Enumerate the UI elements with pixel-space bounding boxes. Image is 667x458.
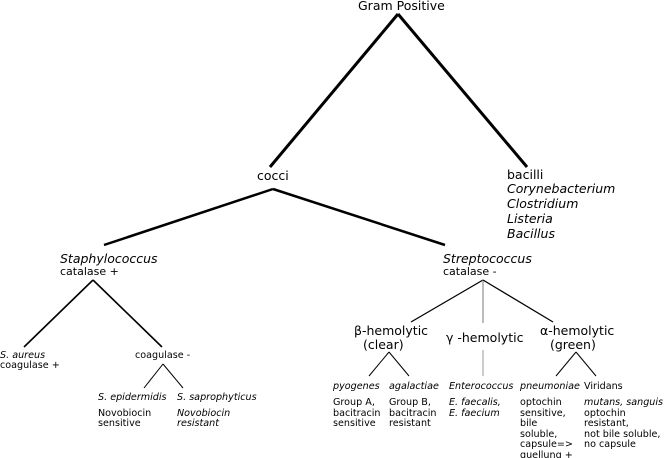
gamma-label: γ -hemolytic (446, 330, 524, 345)
staph-name: Staphylococcus (60, 251, 158, 266)
pneumoniae-note: optochin sensitive, bile soluble, capsul… (520, 397, 573, 458)
aureus-name: S. aureus (0, 350, 46, 361)
pyogenes-note: Group A, bacitracin sensitive (333, 397, 381, 430)
strep-test: catalase - (443, 265, 497, 278)
edge-alpha-pneumoniae (555, 351, 577, 377)
epidermidis-note1: Novobiocin (98, 408, 152, 419)
edge-root-cocci (268, 13, 400, 168)
beta-label: β-hemolytic (354, 323, 429, 338)
alpha-label: α-hemolytic (540, 323, 615, 338)
agalactiae-name: agalactiae (389, 381, 439, 392)
edge-root-bacilli (396, 13, 529, 168)
edge-alpha-viridans (575, 351, 597, 377)
root-label: Gram Positive (358, 0, 445, 13)
edge-beta-agalactiae (388, 351, 410, 377)
viridans-species: mutans, sanguis (584, 397, 664, 408)
saprophyticus-note1: Novobiocin (177, 408, 231, 419)
coag-neg-label: coagulase - (135, 350, 191, 361)
genus-listeria: Listeria (507, 211, 553, 226)
edge-strep-alpha (482, 279, 554, 323)
beta-sub: (clear) (363, 337, 404, 352)
edge-staph-aureus (23, 279, 94, 348)
epidermidis-note2: sensitive (98, 418, 141, 429)
agalactiae-note: Group B, bacitracin resistant (389, 397, 437, 430)
viridans-note: optochin resistant, not bile soluble, no… (584, 407, 661, 451)
genus-clostridium: Clostridium (507, 196, 579, 211)
pneumoniae-name: pneumoniae (520, 381, 580, 392)
staph-test: catalase + (60, 265, 119, 278)
pyogenes-name: pyogenes (333, 381, 380, 392)
epidermidis-name: S. epidermidis (98, 392, 167, 403)
edge-cocci-staph (103, 187, 274, 247)
viridans-name: Viridans (584, 381, 623, 392)
aureus-test: coagulase + (0, 360, 60, 371)
enterococcus-name: Enterococcus (449, 381, 514, 392)
genus-corynebacterium: Corynebacterium (507, 181, 616, 196)
bacilli-label: bacilli (507, 167, 544, 182)
edge-staph-coagneg (92, 279, 163, 348)
alpha-sub: (green) (550, 337, 596, 352)
edge-strep-beta (410, 279, 484, 323)
edge-cocci-strep (272, 187, 446, 247)
genus-bacillus: Bacillus (507, 226, 555, 241)
saprophyticus-note2: resistant (177, 418, 219, 429)
strep-name: Streptococcus (443, 251, 532, 266)
edge-coagneg-epi (143, 363, 164, 389)
enterococcus-note: E. faecalis, E. faecium (449, 397, 501, 419)
edge-beta-pyogenes (368, 351, 390, 377)
cocci-label: cocci (257, 168, 289, 183)
edge-coagneg-sapro (162, 363, 184, 389)
saprophyticus-name: S. saprophyticus (177, 392, 257, 403)
